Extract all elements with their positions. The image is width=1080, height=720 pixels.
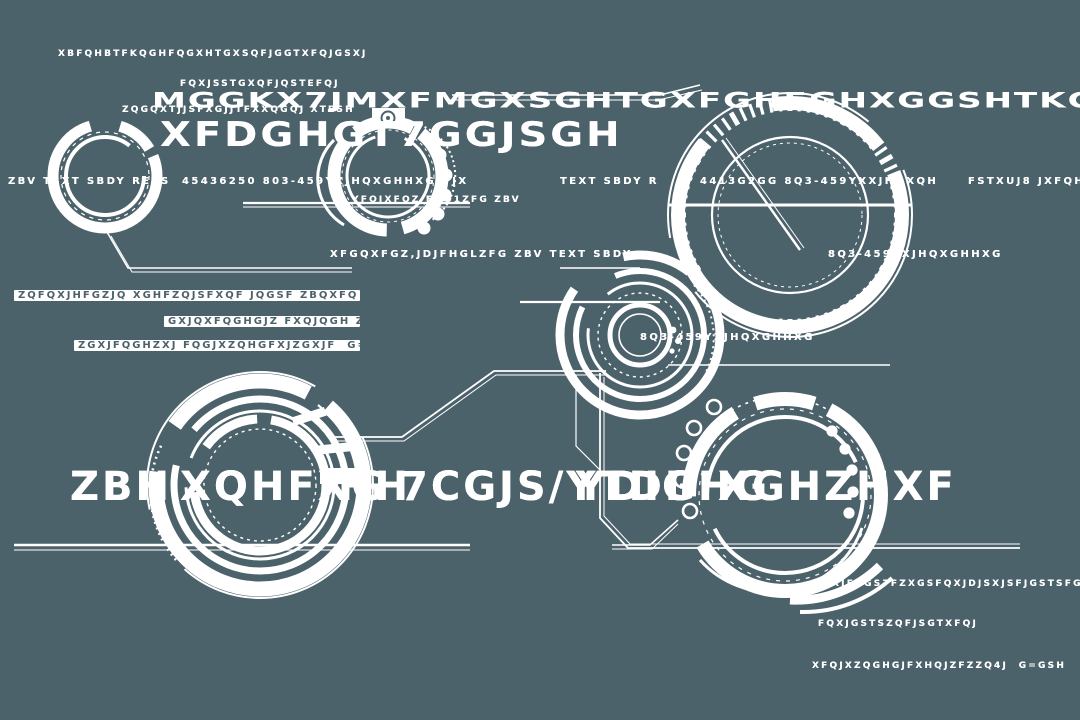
ring-bottom-right <box>612 392 888 598</box>
ring-gauge-large <box>667 92 913 338</box>
br-line-1: XJFXGS7FZXGSFQXJDJSXJSFJGSTSFGJGGXJ <box>832 579 1080 589</box>
band-sub: YFQJXFQZ FHQ1ZFG ZBV <box>352 195 521 205</box>
ring-bottom-left <box>146 371 374 599</box>
band-right: FSTXUJ8 JXFQH\. <box>968 176 1080 187</box>
hero-1: ZBH <box>70 464 172 510</box>
bottom-right-sweep <box>789 562 894 615</box>
top-line-3: MGGKX7JMXFMGXSGHTGXFGHFGHXGGSHTKG <box>152 88 1080 113</box>
gauge-ticks <box>672 97 908 333</box>
hero-2: XQHFXG <box>180 464 388 510</box>
gauge-label: 4413G2GG 8Q3-459YXXJHQXQH <box>700 176 939 187</box>
bolt-icon <box>673 398 723 520</box>
para-bar-2: GXJQXFQGHGJZ FXQJQGH ZFGZ <box>164 316 391 327</box>
para-bar-1: ZQFQXJHFGZJQ XGHFZQJSFXQF JQGSF ZBQXFQ <box>14 290 360 301</box>
band-row2-left: XFGQXFGZ,JDJFHGLZFG ZBV TEXT SBDY <box>330 249 633 260</box>
ring-lens-stack <box>555 250 725 420</box>
para-line-3: ZGXJFQGHZXJ FQGJXZQHGFXJZGXJF G=GXQH <box>78 340 409 351</box>
hero-3: HH <box>338 464 411 510</box>
ring-bezel-bolts <box>316 108 457 237</box>
br-line-3: XFQJXZQGHGJFXHQJZFZZQ4J G=GSH <box>812 661 1067 671</box>
headline-1: XFDGHGT7GGJSGH <box>160 115 623 155</box>
para-bar-3: ZGXJFQGHZXJ FQGJXZQHGFXJZGXJF G=GXQH <box>74 340 407 351</box>
hero-4: 7CGJS/YTDI <box>400 464 683 510</box>
top-line-1: XBFQHBTFKQGHFQGXHTGXSQFJGGTXFQJGSXJ <box>58 49 368 59</box>
gear-icon <box>380 110 396 126</box>
needle-icon <box>721 137 805 251</box>
top-line-4: ZQGQXTJJSFXGJJTFXXQGQJ XTESH <box>122 105 355 115</box>
para-line-1: ZQFQXJHFGZJQ XGHFZQJSFXQF JQGSF ZBQXFQ <box>18 290 359 301</box>
para-line-2: GXJQXFQGHGJZ FXQJQGH ZFGZ <box>168 316 394 327</box>
bolt-icon <box>826 425 859 519</box>
band-left: ZBV TEXT SBDY REYS <box>8 176 171 187</box>
lens-dots <box>669 326 681 354</box>
band-right-2: TEXT SBDY R <box>560 176 659 187</box>
band-row2-right: 8Q3-459YXJHQXGHHXG <box>828 249 1003 260</box>
gauge-label-2: 8Q3-459YXJHQXGHHXG <box>640 332 815 343</box>
bolt-icon <box>417 148 453 235</box>
hero-6: XGHZHXF <box>718 464 957 510</box>
br-line-2: FQXJGSTSZQFJSGTXFQJ <box>818 619 978 629</box>
hero-5: YDIGHG <box>576 464 771 510</box>
ring-top-left <box>47 118 163 234</box>
band-mid: 45436250 803-459YXJHQXGHHXGJVJX <box>182 176 469 187</box>
top-line-2: FQXJSSTGXQFJQSTEFQJ <box>180 79 340 89</box>
